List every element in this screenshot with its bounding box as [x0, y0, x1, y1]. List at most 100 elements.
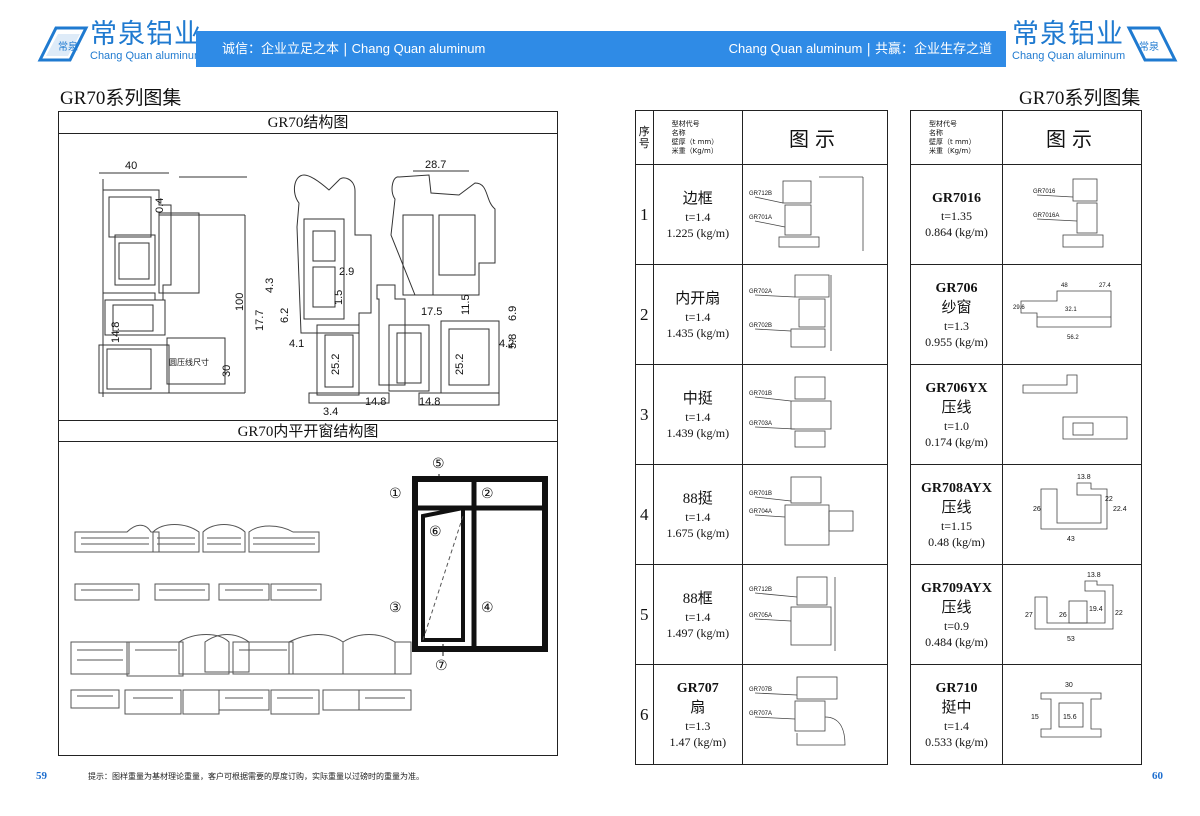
dim-25-2-right: 25.2 — [454, 354, 466, 375]
table-header-row: 序号 型材代号 名称 壁厚（t mm） 米重（Kg/m） 图示 — [635, 110, 888, 165]
dim-2-9: 2.9 — [339, 266, 354, 278]
svg-text:43: 43 — [1067, 536, 1075, 543]
dim-100: 100 — [234, 293, 246, 311]
marker-2: ② — [481, 486, 494, 502]
row-info: GR708AYX 压线 t=1.15 0.48 (kg/m) — [910, 464, 1003, 565]
table-row: GR710 挺中 t=1.4 0.533 (kg/m) 30 15 15.6 — [910, 664, 1142, 765]
row-info: 中挺 t=1.4 1.439 (kg/m) — [652, 364, 744, 465]
svg-text:GR702B: GR702B — [749, 323, 772, 329]
profile-diagram: GR701B GR704A — [742, 464, 888, 565]
section-title-structure: GR70结构图 — [59, 112, 557, 134]
svg-text:GR702A: GR702A — [749, 289, 772, 295]
slogan-right-en: Chang Quan aluminum — [728, 41, 863, 56]
row-seq: 2 — [635, 264, 654, 365]
marker-6: ⑥ — [429, 524, 442, 540]
table-row: 3 中挺 t=1.4 1.439 (kg/m) GR701B GR703A — [635, 364, 888, 465]
profile-diagram: GR701B GR703A — [742, 364, 888, 465]
dim-40: 40 — [125, 160, 137, 172]
row-info: 内开扇 t=1.4 1.435 (kg/m) — [652, 264, 744, 365]
row-info: GR709AYX 压线 t=0.9 0.484 (kg/m) — [910, 564, 1003, 665]
svg-text:19.4: 19.4 — [1089, 606, 1103, 613]
svg-text:GR7016A: GR7016A — [1033, 213, 1059, 219]
logo-name-en: Chang Quan aluminum — [90, 50, 204, 62]
table-row: 2 内开扇 t=1.4 1.435 (kg/m) GR702A GR702B — [635, 264, 888, 365]
row-info: 88框 t=1.4 1.497 (kg/m) — [652, 564, 744, 665]
profile-diagram: GR702A GR702B — [742, 264, 888, 365]
dim-17-7: 17.7 — [254, 310, 266, 331]
marker-1: ① — [389, 486, 402, 502]
slogan-left-en: Chang Quan aluminum — [351, 41, 486, 56]
dim-17-5: 17.5 — [421, 306, 442, 318]
weight-tip: 提示：图样重量为基材理论重量，客户可根据需要的厚度订购，实际重量以过磅时的重量为… — [88, 772, 424, 781]
marker-5: ⑤ — [432, 456, 445, 472]
profile-diagram: GR712B GR705A — [742, 564, 888, 665]
brand-logo-left: 常泉 常泉铝业 Chang Quan aluminum — [36, 20, 203, 64]
structure-frame: GR70结构图 — [58, 111, 558, 756]
logo-badge: 常泉 — [58, 40, 78, 53]
dim-0-4: 0.4 — [154, 198, 166, 213]
dim-14-8-left: 14.8 — [110, 322, 122, 343]
row-info: GR710 挺中 t=1.4 0.533 (kg/m) — [910, 664, 1003, 765]
svg-text:13.8: 13.8 — [1077, 474, 1091, 481]
slogan-left: 诚信：企业立足之本 — [222, 42, 340, 57]
profile-diagram: 13.8 26 22 22.4 43 — [1002, 464, 1142, 565]
slogan-band-right: Chang Quan aluminum | 共赢：企业生存之道 — [602, 31, 1006, 67]
page-header: 常泉 常泉铝业 Chang Quan aluminum 诚信：企业立足之本 | … — [0, 0, 1200, 80]
svg-text:22: 22 — [1115, 610, 1123, 617]
brand-logo-right: 常泉铝业 Chang Quan aluminum 常泉 — [1012, 20, 1179, 64]
slogan-right: 共赢：企业生存之道 — [874, 42, 992, 57]
svg-text:GR705A: GR705A — [749, 613, 772, 619]
marker-3: ③ — [389, 600, 402, 616]
right-page-title: GR70系列图集 — [1019, 88, 1141, 109]
profile-diagram: GR7016 GR7016A — [1002, 164, 1142, 265]
dim-6-2: 6.2 — [279, 308, 291, 323]
left-page-title: GR70系列图集 — [60, 88, 182, 109]
profile-diagram: GR712B GR701A — [742, 164, 888, 265]
logo-name-en: Chang Quan aluminum — [1012, 50, 1126, 62]
svg-text:GR7016: GR7016 — [1033, 189, 1056, 195]
dim-3-4: 3.4 — [323, 406, 338, 418]
structure-drawing: 40 28.7 0.4 100 30 4.3 2.9 1.5 17.7 6.2 … — [98, 159, 519, 418]
dim-14-8-mid: 14.8 — [365, 396, 386, 408]
bead-size-label: 圆压线尺寸 — [169, 357, 209, 367]
row-info: GR707 扇 t=1.3 1.47 (kg/m) — [652, 664, 744, 765]
dim-25-2-left: 25.2 — [330, 354, 342, 375]
svg-text:GR707B: GR707B — [749, 687, 772, 693]
svg-text:30: 30 — [1065, 682, 1073, 689]
table-header-row: 型材代号 名称 壁厚（t mm） 米重（Kg/m） 图示 — [910, 110, 1142, 165]
svg-text:GR712B: GR712B — [749, 191, 772, 197]
window-drawing: ⑤ ① ② ⑥ ③ ④ ⑦ — [70, 456, 548, 715]
header-picture: 图示 — [1002, 110, 1142, 165]
logo-badge: 常泉 — [1139, 40, 1159, 53]
svg-text:GR704A: GR704A — [749, 509, 772, 515]
table-row: GR709AYX 压线 t=0.9 0.484 (kg/m) 13.8 27 2… — [910, 564, 1142, 665]
table-row: GR706 纱窗 t=1.3 0.955 (kg/m) 48 27.4 32.1… — [910, 264, 1142, 365]
svg-text:GR712B: GR712B — [749, 587, 772, 593]
logo-name-cn: 常泉铝业 — [1012, 19, 1124, 50]
svg-text:56.2: 56.2 — [1067, 335, 1079, 341]
table-row: 1 边框 t=1.4 1.225 (kg/m) GR712B GR701A — [635, 164, 888, 265]
page-number-left: 59 — [36, 770, 47, 782]
row-info: GR706 纱窗 t=1.3 0.955 (kg/m) — [910, 264, 1003, 365]
row-seq: 1 — [635, 164, 654, 265]
row-info: 88挺 t=1.4 1.675 (kg/m) — [652, 464, 744, 565]
profile-diagram: 48 27.4 32.1 29.6 56.2 — [1002, 264, 1142, 365]
table-row: GR7016 t=1.35 0.864 (kg/m) GR7016 GR7016… — [910, 164, 1142, 265]
svg-text:GR701B: GR701B — [749, 491, 772, 497]
row-info: 边框 t=1.4 1.225 (kg/m) — [652, 164, 744, 265]
table-row: 6 GR707 扇 t=1.3 1.47 (kg/m) GR707B GR707… — [635, 664, 888, 765]
dim-4-2: 4.2 — [499, 338, 514, 350]
svg-text:15: 15 — [1031, 714, 1039, 721]
table-row: GR706YX 压线 t=1.0 0.174 (kg/m) — [910, 364, 1142, 465]
dim-5-8: 5.8 — [507, 334, 519, 349]
logo-name-cn: 常泉铝业 — [90, 19, 202, 50]
row-seq: 6 — [635, 664, 654, 765]
profile-diagram — [1002, 364, 1142, 465]
spec-table-left: 序号 型材代号 名称 壁厚（t mm） 米重（Kg/m） 图示 1 边框 t=1… — [635, 110, 888, 765]
svg-text:GR703A: GR703A — [749, 421, 772, 427]
header-picture: 图示 — [742, 110, 888, 165]
logo-mark-icon: 常泉 — [36, 20, 90, 64]
dim-11-5: 11.5 — [460, 294, 472, 315]
page-number-right: 60 — [1152, 770, 1163, 782]
row-seq: 4 — [635, 464, 654, 565]
